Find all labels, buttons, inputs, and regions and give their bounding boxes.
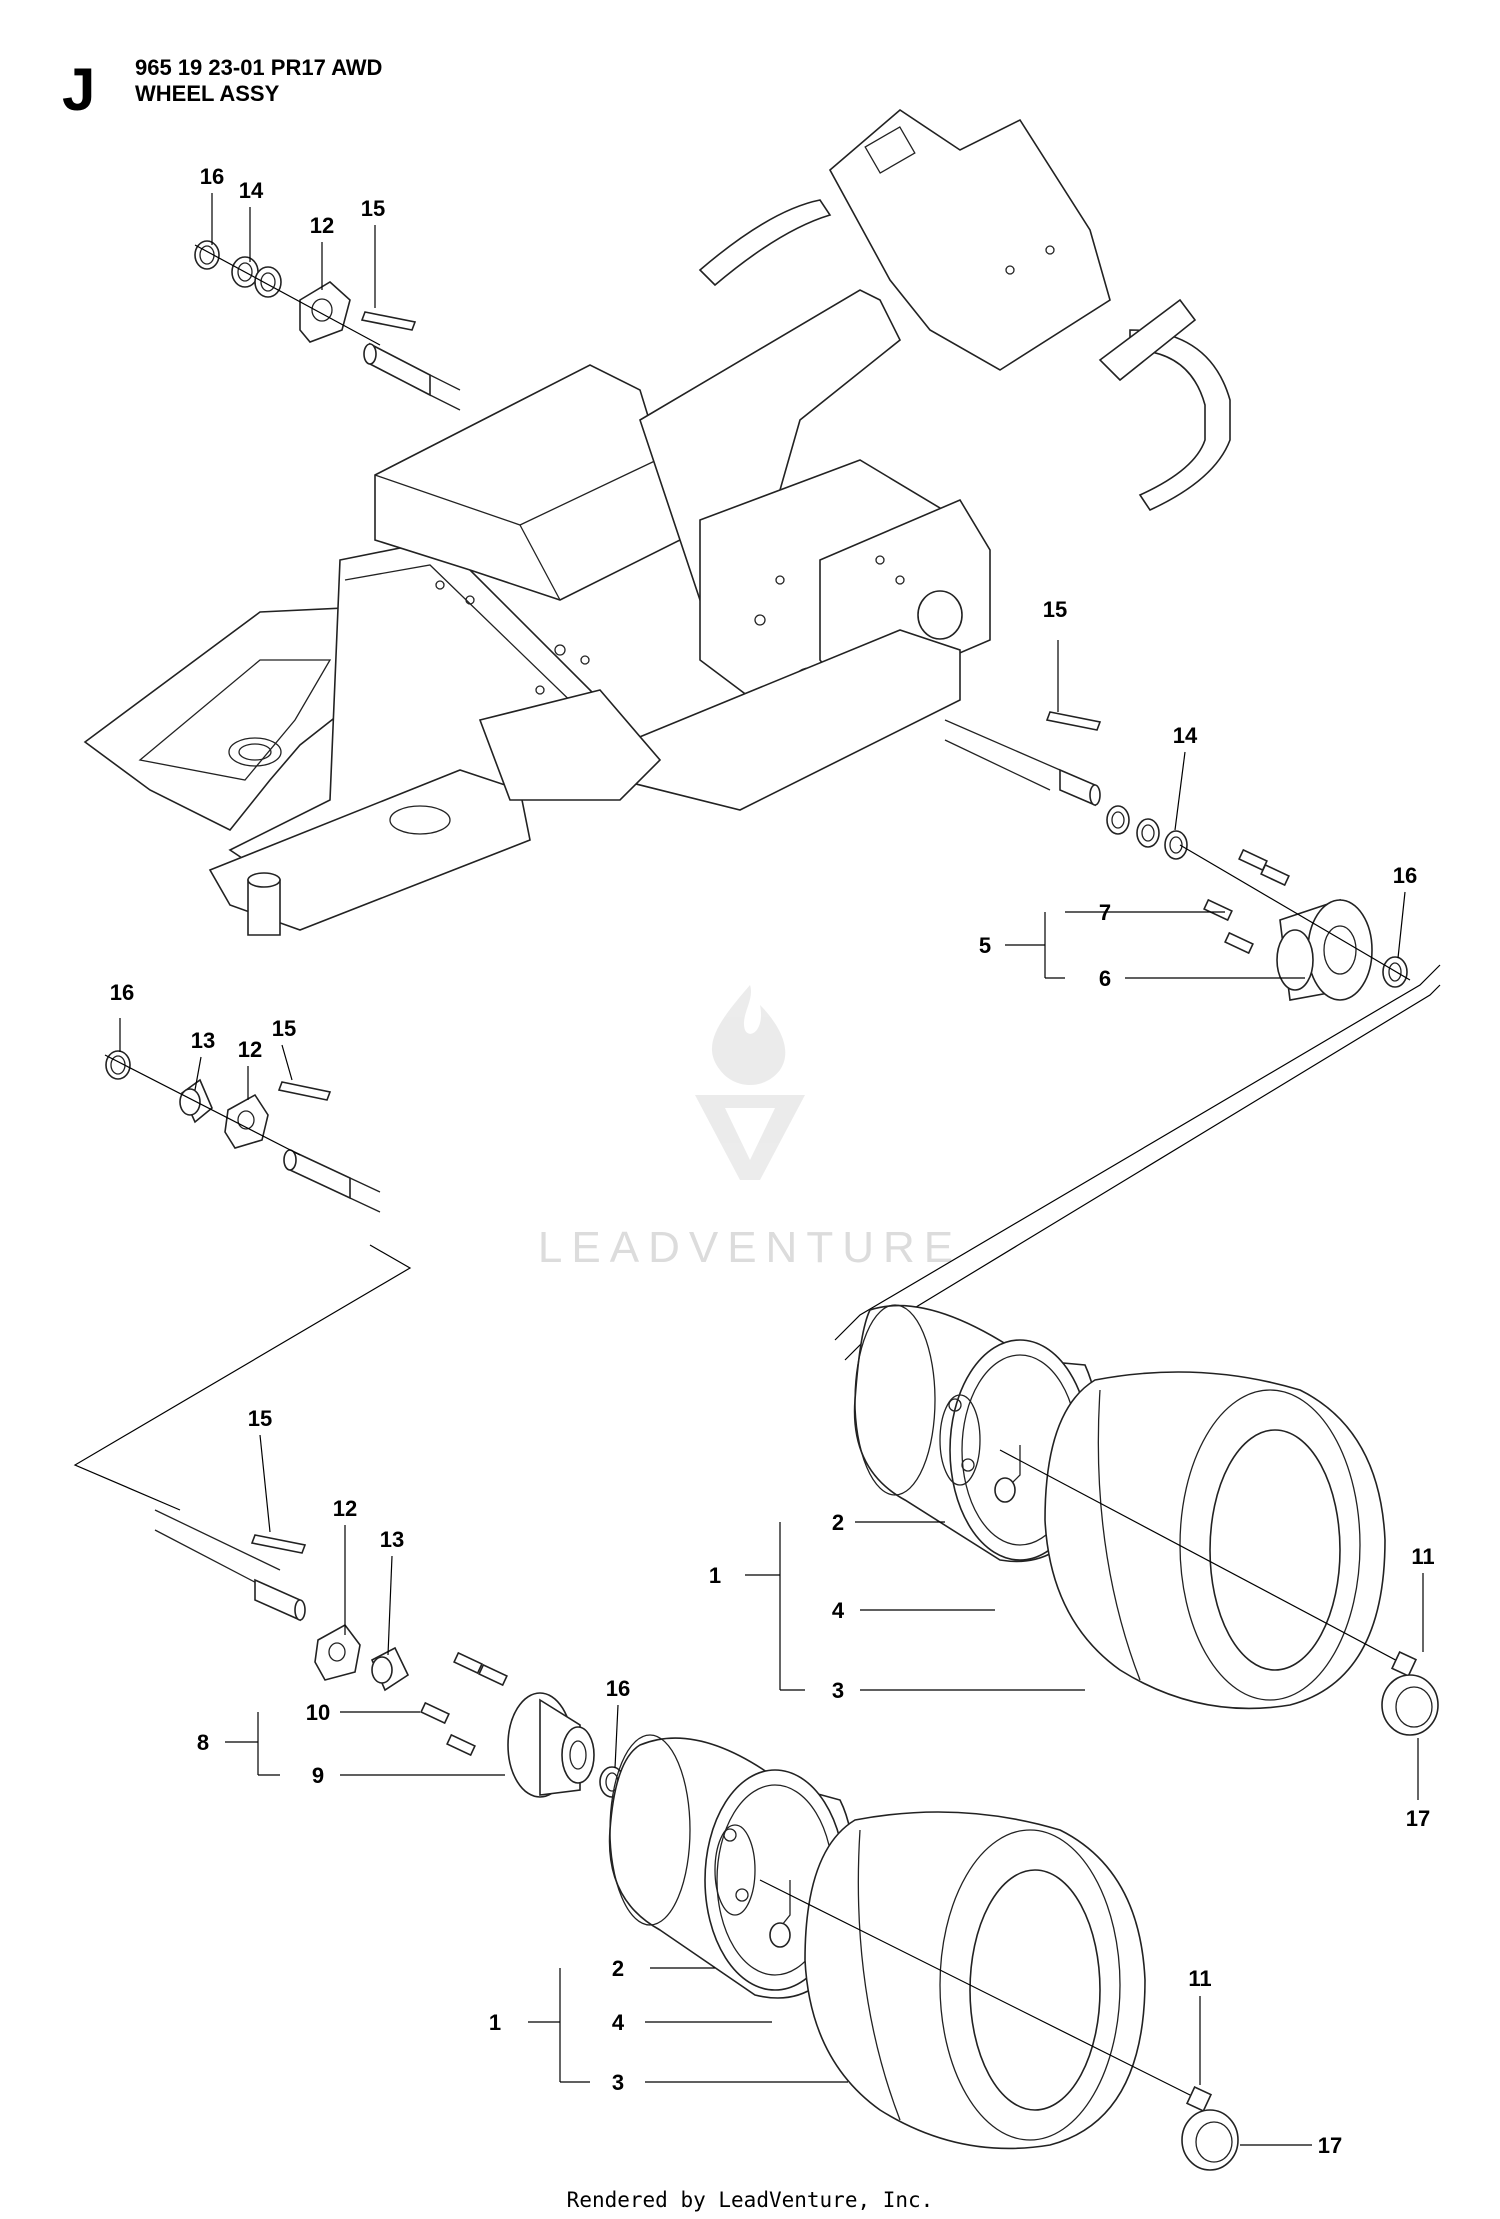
callout-9: 9 [312,1763,324,1788]
callout-16: 16 [110,980,134,1005]
callout-labels: 16 14 12 15 15 14 16 7 5 6 16 13 12 15 1… [110,164,1435,2158]
lower-wheel-assembly [608,1734,1239,2171]
chassis-frame [83,108,1231,936]
callout-4: 4 [612,2010,625,2035]
callout-15: 15 [1043,597,1067,622]
nut-11b [1185,2085,1213,2113]
callout-12: 12 [238,1037,262,1062]
bracket-12a [299,281,351,343]
callout-16: 16 [1393,863,1417,888]
callout-7: 7 [1099,900,1111,925]
callout-3: 3 [832,1678,844,1703]
key-15c [277,1081,332,1101]
callout-4: 4 [832,1598,845,1623]
retaining-ring-16a [194,240,220,270]
callout-15: 15 [272,1016,296,1041]
lower-left-axle-parts [154,1509,625,1798]
callout-12: 12 [333,1496,357,1521]
callout-8: 8 [197,1730,209,1755]
callout-10: 10 [306,1700,330,1725]
valve-stem-4b [769,1922,791,1948]
callout-11: 11 [1411,1544,1434,1569]
section-letter: J [62,56,95,123]
callout-17: 17 [1406,1806,1430,1831]
middle-left-axle-parts [73,1050,412,1511]
upper-wheel-assembly [834,964,1441,1736]
callout-16: 16 [606,1676,630,1701]
callout-6: 6 [1099,966,1111,991]
key-15a [360,311,417,331]
valve-stem-4a [994,1477,1016,1503]
bracket-12c [224,1093,269,1149]
axle-shaft-a [369,342,431,397]
retaining-ring-16c [105,1050,131,1080]
callout-12: 12 [310,213,334,238]
callout-1: 1 [709,1563,721,1588]
callout-2: 2 [832,1510,844,1535]
watermark-logo-icon [695,985,805,1180]
callout-15: 15 [248,1406,272,1431]
upper-left-axle-parts [194,240,461,411]
callout-14: 14 [1173,723,1198,748]
leader-lines [119,193,1424,2146]
key-15d [250,1534,307,1554]
right-axle-parts [944,711,1411,1001]
footer-credit: Rendered by LeadVenture, Inc. [567,2188,934,2212]
bracket-12d [314,1623,361,1681]
callout-17: 17 [1318,2133,1342,2158]
watermark-text: LEADVENTURE [538,1223,962,1272]
retaining-ring-16b [1382,956,1408,988]
callout-16: 16 [200,164,224,189]
nut-11a [1390,1650,1418,1678]
callout-13: 13 [380,1527,404,1552]
model-number: 965 19 23-01 PR17 AWD [135,55,382,80]
assembly-title: WHEEL ASSY [135,81,280,106]
callout-11: 11 [1188,1966,1211,1991]
callout-2: 2 [612,1956,624,1981]
callout-14: 14 [239,178,264,203]
callout-3: 3 [612,2070,624,2095]
callout-13: 13 [191,1028,215,1053]
callout-15: 15 [361,196,385,221]
key-15b [1045,711,1102,731]
callout-5: 5 [979,933,991,958]
hub-6 [1307,899,1373,1001]
callout-1: 1 [489,2010,501,2035]
